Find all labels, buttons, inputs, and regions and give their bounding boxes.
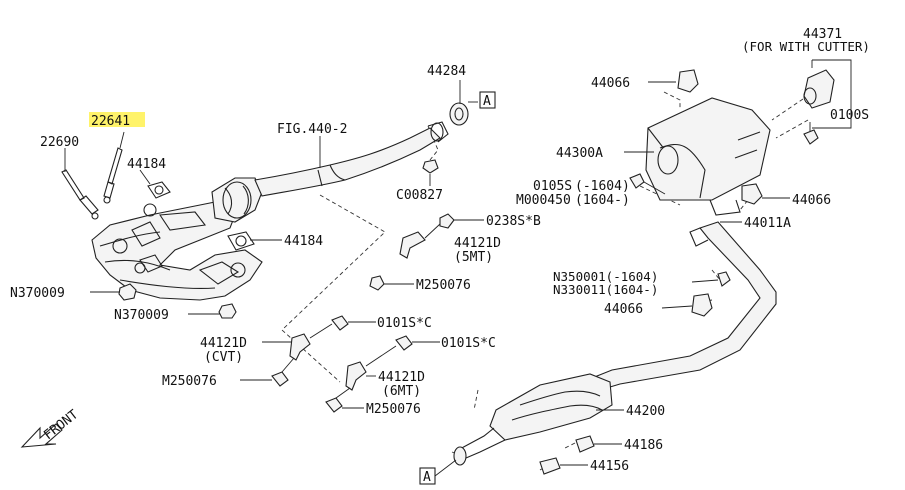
label-44011a[interactable]: 44011A [744,216,791,231]
reference-box-bottom: A [419,459,457,485]
exhaust-cutter-44371 [803,59,852,145]
label-44066-c[interactable]: 44066 [604,302,643,317]
sensors-44186-44156 [539,435,595,475]
bracket-44121d-6mt [325,335,413,413]
label-44121d-6mt[interactable]: 44121D [378,370,425,385]
label-n370009-a[interactable]: N370009 [10,286,65,301]
label-44156[interactable]: 44156 [590,459,629,474]
label-44371-note: (FOR WITH CUTTER) [742,39,870,54]
exhaust-manifold-assembly [91,177,263,301]
label-22690[interactable]: 22690 [40,135,79,150]
gaskets-44184 [147,181,255,251]
highlight-22641 [89,112,145,127]
bracket-44121d-cvt [271,315,349,387]
label-44184-top[interactable]: 44184 [127,157,166,172]
label-44121d-cvt[interactable]: 44121D [200,336,247,351]
label-44300a[interactable]: 44300A [556,146,603,161]
rear-muffler-assembly [645,97,771,216]
label-m250076-a[interactable]: M250076 [416,278,471,293]
label-44121d-5mt-note: (5MT) [454,250,493,265]
label-0101s-c-a[interactable]: 0101S*C [377,316,432,331]
label-22641[interactable]: 22641 [91,114,130,129]
label-44066-a[interactable]: 44066 [591,76,630,91]
ref-a-bottom-label: A [423,470,431,485]
label-fig-440-2[interactable]: FIG.440-2 [277,122,347,137]
label-m250076-c[interactable]: M250076 [366,402,421,417]
reference-box-top: A [479,91,496,109]
label-44121d-6mt-note: (6MT) [382,384,421,399]
front-arrow-icon [20,423,63,448]
label-44200[interactable]: 44200 [626,404,665,419]
bolt-0105s [629,173,666,195]
label-0105s[interactable]: 0105S [533,179,572,194]
label-44121d-5mt[interactable]: 44121D [454,236,501,251]
label-44066-b[interactable]: 44066 [792,193,831,208]
label-0105s-note: (-1604) [575,179,630,194]
gasket-44284 [449,102,469,126]
label-44186[interactable]: 44186 [624,438,663,453]
leader-lines [64,80,790,466]
label-0101s-c-b[interactable]: 0101S*C [441,336,496,351]
label-0100s[interactable]: 0100S [830,108,869,123]
label-n350001[interactable]: N350001(-1604) [553,269,658,284]
label-44121d-cvt-note: (CVT) [204,350,243,365]
label-44371[interactable]: 44371 [803,27,842,42]
center-muffler-44200 [453,373,613,466]
label-44284[interactable]: 44284 [427,64,466,79]
label-n370009-b[interactable]: N370009 [114,308,169,323]
label-n330011[interactable]: N330011(1604-) [553,282,658,297]
label-0238s-b[interactable]: 0238S*B [486,214,541,229]
label-44184-mid[interactable]: 44184 [284,234,323,249]
label-front: FRONT [41,407,81,443]
rubber-mounts-44066 [677,69,763,317]
label-m250076-b[interactable]: M250076 [162,374,217,389]
bracket-44121d-5mt [369,213,455,291]
nuts-n370009 [118,283,237,319]
front-exhaust-pipe [254,121,449,197]
nut-c00827 [422,159,439,174]
label-m000450[interactable]: M000450 [516,193,571,208]
nut-n350001 [717,271,731,287]
label-m000450-note: (1604-) [575,193,630,208]
label-c00827[interactable]: C00827 [396,188,443,203]
ref-a-top-label: A [483,94,491,109]
oxygen-sensors [61,147,123,220]
